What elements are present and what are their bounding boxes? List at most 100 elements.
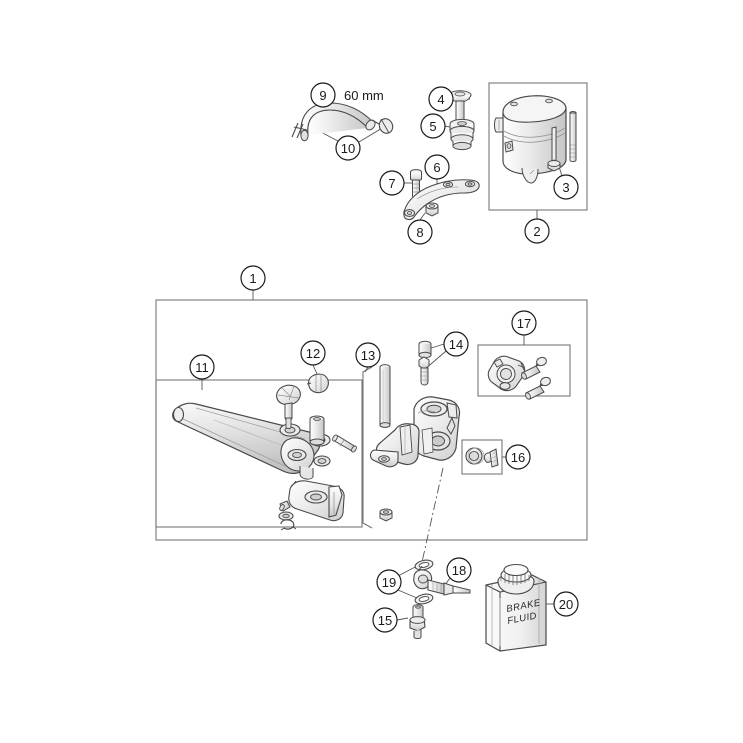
leader-8	[419, 212, 426, 221]
centerline-master-cylinder	[417, 467, 444, 581]
callout-circle-18[interactable]	[446, 557, 472, 583]
reservoir-box	[488, 82, 588, 211]
part-seal-kit	[465, 447, 499, 468]
callout-number-20: 20	[559, 597, 573, 612]
part-brake-lever	[172, 402, 331, 480]
part-clamp-bolt-lower	[525, 376, 551, 400]
callout-circle-20[interactable]	[553, 591, 579, 617]
part-piston-nut	[379, 508, 393, 522]
part-hose-clamp-left	[291, 122, 308, 139]
part-lever-spacer	[279, 500, 291, 512]
part-clamp-bolt-upper	[521, 356, 547, 380]
callout-circle-8[interactable]	[407, 219, 433, 245]
callout-number-16: 16	[511, 450, 525, 465]
leader-12	[312, 364, 318, 375]
callout-number-8: 8	[416, 225, 423, 240]
part-banjo-fitting	[418, 340, 432, 386]
callout-13[interactable]: 13	[355, 342, 381, 368]
part-bracket-bolt	[410, 169, 422, 198]
part-reservoir-screw	[547, 111, 577, 172]
callout-circle-10[interactable]	[335, 135, 361, 161]
part-brake-line-fitting	[413, 565, 471, 596]
part-lever-bushing	[309, 415, 325, 446]
callout-circle-13[interactable]	[355, 342, 381, 368]
part-master-cylinder-body	[369, 396, 461, 468]
callout-number-10: 10	[341, 141, 355, 156]
callout-circle-5[interactable]	[420, 113, 446, 139]
callout-circle-9[interactable]	[310, 82, 336, 108]
callout-circle-15[interactable]	[372, 607, 398, 633]
callout-circle-6[interactable]	[424, 154, 450, 180]
callout-number-1: 1	[249, 271, 256, 286]
callout-15[interactable]: 15	[372, 607, 398, 633]
part-bleeder-screw	[409, 604, 426, 639]
leader-19a	[397, 565, 418, 577]
callout-number-5: 5	[429, 119, 436, 134]
callout-circle-19[interactable]	[376, 569, 402, 595]
part-piston-rod	[379, 364, 391, 428]
callout-4[interactable]: 4	[428, 86, 454, 112]
callout-12[interactable]: 12	[300, 340, 326, 366]
callout-2[interactable]: 2	[524, 218, 550, 244]
callout-number-9: 9	[319, 88, 326, 103]
part-lever-pivot-bolt	[276, 384, 301, 429]
callout-number-2: 2	[533, 224, 540, 239]
callout-circle-16[interactable]	[505, 444, 531, 470]
callout-number-6: 6	[433, 160, 440, 175]
callout-20[interactable]: 20	[553, 591, 579, 617]
callout-3[interactable]: 3	[553, 174, 579, 200]
leader-19b	[397, 589, 418, 599]
part-lever-pin	[332, 434, 357, 453]
callout-5[interactable]: 5	[420, 113, 446, 139]
dimension-label: 60 mm	[344, 88, 384, 103]
callout-9[interactable]: 9	[310, 82, 336, 108]
part-handlebar-clamp	[487, 355, 526, 392]
leader-10b	[358, 126, 385, 143]
callout-number-17: 17	[517, 316, 531, 331]
part-sealing-ring-lower	[414, 593, 434, 605]
part-brake-fluid-bottle: BRAKE FLUID	[485, 563, 547, 652]
callout-circle-4[interactable]	[428, 86, 454, 112]
callout-6[interactable]: 6	[424, 154, 450, 180]
callout-8[interactable]: 8	[407, 219, 433, 245]
callout-number-4: 4	[437, 92, 444, 107]
callout-circle-14[interactable]	[443, 331, 469, 357]
callout-circle-17[interactable]	[511, 310, 537, 336]
callout-circle-2[interactable]	[524, 218, 550, 244]
part-lever-washer	[278, 511, 294, 521]
callout-number-3: 3	[562, 180, 569, 195]
piston-kit-bracket	[362, 366, 373, 529]
callout-circle-3[interactable]	[553, 174, 579, 200]
callout-17[interactable]: 17	[511, 310, 537, 336]
callout-18[interactable]: 18	[446, 557, 472, 583]
callout-7[interactable]: 7	[379, 170, 405, 196]
callout-circle-7[interactable]	[379, 170, 405, 196]
part-bracket-nut	[425, 202, 439, 217]
part-hose-clamp-right	[371, 118, 394, 134]
callout-1[interactable]: 1	[240, 265, 266, 291]
callout-10[interactable]: 10	[335, 135, 361, 161]
leader-15	[396, 617, 409, 621]
part-lever-circlip	[280, 519, 297, 531]
callout-number-12: 12	[306, 346, 320, 361]
callout-number-18: 18	[452, 563, 466, 578]
part-reservoir-hose	[300, 102, 376, 142]
callout-19[interactable]: 19	[376, 569, 402, 595]
part-rubber-bushing	[449, 118, 475, 151]
callout-number-19: 19	[382, 575, 396, 590]
leader-13	[364, 366, 369, 373]
callout-circle-12[interactable]	[300, 340, 326, 366]
callout-number-13: 13	[361, 348, 375, 363]
callout-14[interactable]: 14	[443, 331, 469, 357]
lever-kit-box	[155, 379, 363, 528]
part-fluid-reservoir	[494, 95, 567, 184]
callout-circle-11[interactable]	[189, 354, 215, 380]
callout-number-7: 7	[388, 176, 395, 191]
callout-circle-1[interactable]	[240, 265, 266, 291]
callout-number-15: 15	[378, 613, 392, 628]
callout-16[interactable]: 16	[505, 444, 531, 470]
callout-11[interactable]: 11	[189, 354, 215, 380]
callout-number-11: 11	[195, 360, 209, 375]
